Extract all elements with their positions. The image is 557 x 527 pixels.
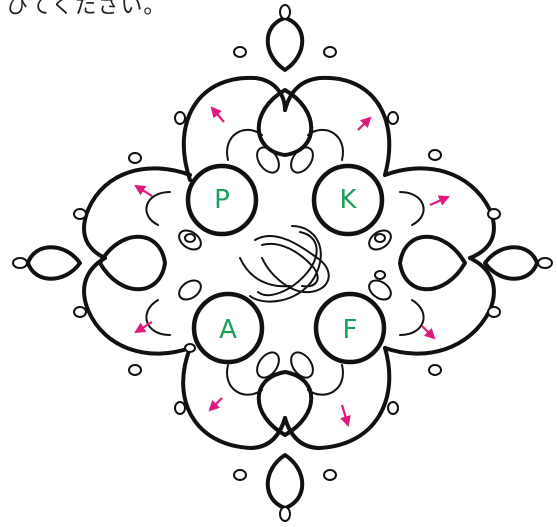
arrow-right-bottom [422, 326, 434, 338]
label-a: A [219, 315, 237, 345]
picots [13, 5, 552, 521]
arrow-left-top [136, 186, 152, 196]
arrow-top-left [212, 108, 224, 122]
label-k: K [339, 185, 357, 215]
arrow-right-top [430, 197, 448, 205]
cardinal-rings [28, 18, 537, 508]
outer-chains [84, 78, 494, 448]
arrow-bottom-left [210, 398, 222, 410]
center-knot [240, 226, 329, 302]
arrow-bottom-right [342, 405, 348, 425]
label-f: F [343, 315, 358, 345]
label-p: P [214, 185, 230, 215]
arrow-top-right [358, 118, 370, 130]
